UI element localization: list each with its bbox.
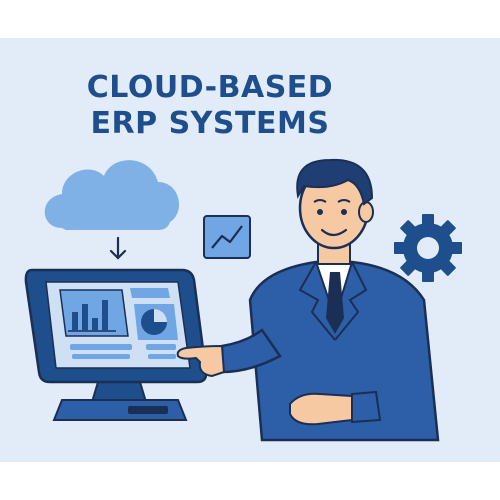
headline-line-2: ERP SYSTEMS — [90, 106, 330, 141]
download-arrow-icon — [109, 236, 127, 260]
line-chart-icon — [203, 215, 251, 259]
bar-chart-icon — [59, 289, 129, 337]
screen-text-lines — [70, 344, 176, 359]
pie-chart-icon — [130, 288, 178, 340]
gear-icon — [394, 214, 462, 282]
businessman — [176, 158, 440, 442]
cloud-icon — [44, 160, 180, 230]
headline: CLOUD-BASED ERP SYSTEMS — [40, 70, 380, 142]
headline-line-1: CLOUD-BASED — [86, 70, 334, 105]
